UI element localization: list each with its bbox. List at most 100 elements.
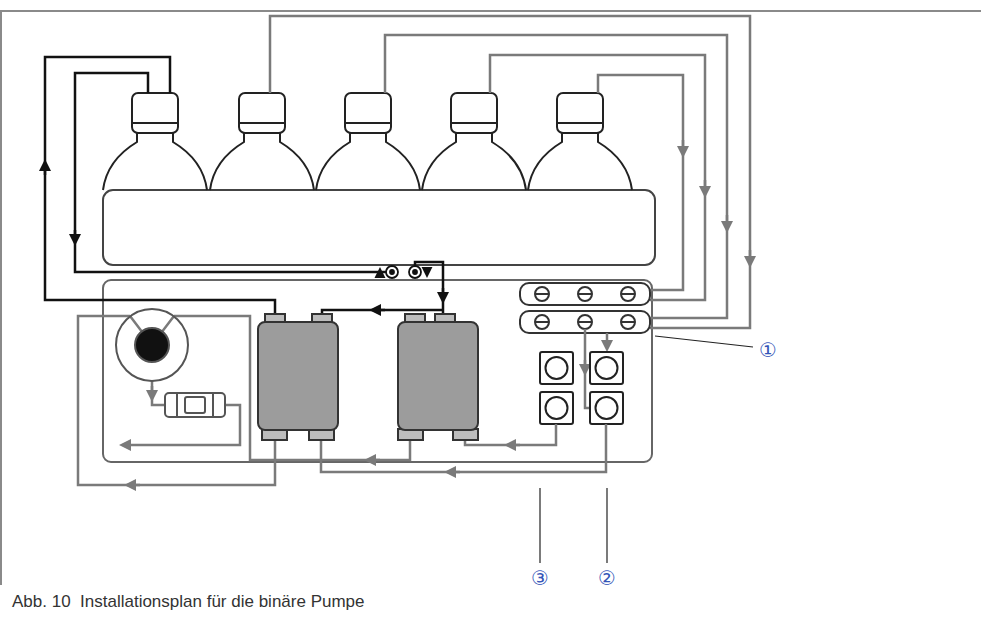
valve-block-part xyxy=(578,315,592,329)
valve-block-part xyxy=(579,321,591,323)
solvent-bottles-part xyxy=(103,133,207,190)
capillary-arrows-part xyxy=(130,484,140,487)
solvent-bottles-part xyxy=(239,122,285,124)
solvent-bottles-part xyxy=(210,133,314,190)
leader-lines-part xyxy=(606,488,607,563)
degasser-feed-lines-part xyxy=(584,360,587,370)
flow-arrows-part xyxy=(704,180,707,192)
mixer-part xyxy=(116,309,188,381)
valve-block-part xyxy=(622,293,634,295)
flow-arrows-part xyxy=(682,140,685,152)
solvent-bottles-part xyxy=(239,93,285,133)
pump-heads xyxy=(258,314,478,440)
inline-filter-part xyxy=(185,397,205,413)
solvent-lines-part xyxy=(598,75,683,290)
solvent-bottles-part xyxy=(557,93,603,133)
solvent-bottles xyxy=(103,93,632,190)
solvent-lines-part xyxy=(490,55,705,300)
inline-filter-part xyxy=(176,393,178,417)
leader-lines xyxy=(540,336,753,563)
valve-block-part xyxy=(520,283,650,305)
capillary-arrows-part xyxy=(125,444,135,447)
capillary-arrows-part xyxy=(151,386,154,396)
inline-filter xyxy=(165,393,225,417)
degasser-channels-part xyxy=(546,357,568,379)
capillary-lines-part xyxy=(174,316,410,460)
rinse-ports-part xyxy=(386,266,398,278)
degasser-channels-part xyxy=(596,397,618,419)
mixer xyxy=(116,309,188,381)
pump-heads-part xyxy=(258,322,338,430)
capillary-lines xyxy=(78,316,606,485)
valve-block xyxy=(520,283,650,333)
flow-arrows-part xyxy=(726,215,729,227)
capillary-lines-part xyxy=(321,424,606,472)
rinse-lines-part xyxy=(45,57,275,315)
pump-heads-part xyxy=(398,322,478,430)
figure-frame xyxy=(0,11,981,585)
solvent-bottles-part xyxy=(132,93,178,133)
valve-block-part xyxy=(535,287,549,301)
caption-slot: Abb. 10 Installationsplan für die binäre… xyxy=(12,592,365,612)
callout-number: ② xyxy=(598,567,616,589)
inline-filter-part xyxy=(212,393,214,417)
pump-housing xyxy=(103,280,652,462)
solvent-bottles-part xyxy=(345,122,391,124)
solvent-bottles-part xyxy=(132,122,178,124)
valve-block-part xyxy=(621,315,635,329)
valve-block-part xyxy=(536,321,548,323)
rinse-lines xyxy=(45,57,443,320)
degasser-channels-part xyxy=(540,392,573,424)
rinse-arrows-part xyxy=(44,165,47,175)
solvent-lines-part xyxy=(385,35,727,318)
figure-frame-part xyxy=(0,10,981,12)
mixer-part xyxy=(135,328,169,362)
callout-slot: ② xyxy=(598,567,616,589)
capillary-lines-part xyxy=(152,381,165,405)
valve-block-part xyxy=(535,315,549,329)
degasser-channels xyxy=(540,352,623,424)
leader-lines-part xyxy=(539,488,540,563)
solvent-bottles-part xyxy=(451,122,497,124)
capillary-lines-part xyxy=(78,316,275,485)
rinse-arrows xyxy=(45,165,443,310)
leader-lines-part xyxy=(655,336,753,347)
rinse-arrows-part xyxy=(375,309,385,312)
rinse-ports-part xyxy=(413,270,417,274)
valve-block-part xyxy=(622,321,634,323)
solvent-bottles-part xyxy=(345,93,391,133)
valve-block-part xyxy=(579,293,591,295)
rinse-lines-part xyxy=(75,73,386,272)
flow-arrows-part xyxy=(749,250,752,262)
valve-block-part xyxy=(578,287,592,301)
degasser-feed-lines-part xyxy=(606,333,609,346)
capillary-arrows-part xyxy=(370,459,380,462)
solvent-bottles-part xyxy=(316,133,420,190)
valve-block-part xyxy=(621,287,635,301)
solvent-bottles-part xyxy=(528,133,632,190)
rinse-ports-part xyxy=(409,266,421,278)
degasser-channels-part xyxy=(540,352,573,384)
rinse-ports-part xyxy=(390,270,394,274)
degasser-channels-part xyxy=(590,392,623,424)
solvent-bottles-part xyxy=(557,122,603,124)
flow-arrows xyxy=(683,140,750,262)
solvent-lines xyxy=(270,16,750,328)
inline-filter-part xyxy=(165,393,225,417)
rinse-arrows-part xyxy=(74,230,77,240)
solvent-bottles-part xyxy=(422,133,526,190)
solvent-lines-part xyxy=(270,16,750,328)
valve-block-part xyxy=(536,293,548,295)
rinse-ports-part xyxy=(376,269,384,277)
rinse-ports-part xyxy=(423,268,431,276)
figure-caption: Abb. 10 Installationsplan für die binäre… xyxy=(12,592,365,612)
figure-frame-part xyxy=(0,11,2,585)
callout-slot: ① xyxy=(759,339,777,361)
capillary-arrows-part xyxy=(450,471,460,474)
solvent-bottles-part xyxy=(451,93,497,133)
solvent-tray xyxy=(103,190,655,265)
capillary-arrows-part xyxy=(510,444,520,447)
degasser-channels-part xyxy=(596,357,618,379)
